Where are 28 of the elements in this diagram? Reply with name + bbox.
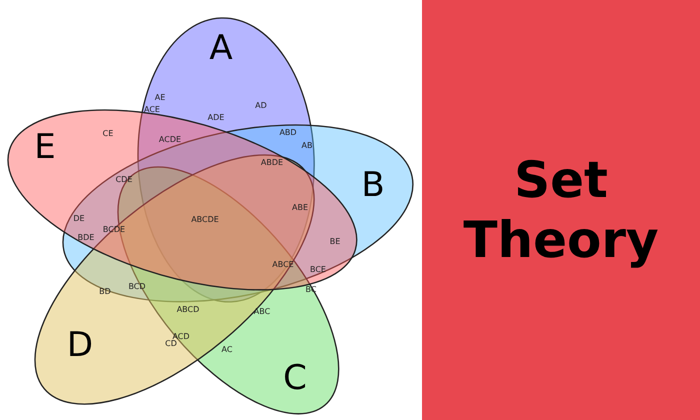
region-label: ABCD bbox=[176, 306, 200, 314]
region-label: BCE bbox=[310, 266, 326, 274]
region-label: ABCE bbox=[272, 261, 294, 269]
region-label: CD bbox=[165, 340, 177, 348]
title-panel bbox=[422, 0, 700, 420]
region-label: CE bbox=[102, 130, 114, 138]
region-label: ABE bbox=[292, 204, 308, 212]
region-label: BDE bbox=[78, 234, 94, 242]
region-label: BCDE bbox=[102, 226, 126, 234]
region-label: AC bbox=[222, 346, 232, 354]
set-letter: D bbox=[66, 328, 94, 362]
region-label: DE bbox=[73, 215, 85, 223]
region-label: ADE bbox=[208, 114, 224, 122]
region-label: BD bbox=[99, 288, 111, 296]
set-letter: B bbox=[361, 168, 385, 202]
region-label: ABD bbox=[279, 129, 297, 137]
region-label: AB bbox=[302, 142, 312, 150]
region-label: ACDE bbox=[158, 136, 182, 144]
region-label: AD bbox=[255, 102, 267, 110]
set-letter: C bbox=[283, 360, 307, 395]
region-label: ABDE bbox=[260, 159, 284, 167]
set-letter: E bbox=[34, 130, 56, 164]
title-text: Set Theory bbox=[462, 150, 660, 270]
region-label: BE bbox=[330, 238, 340, 246]
region-label: AE bbox=[154, 94, 166, 102]
region-label: ABCDE bbox=[191, 216, 219, 224]
set-letter: A bbox=[209, 30, 233, 65]
region-label: ACE bbox=[144, 106, 160, 114]
